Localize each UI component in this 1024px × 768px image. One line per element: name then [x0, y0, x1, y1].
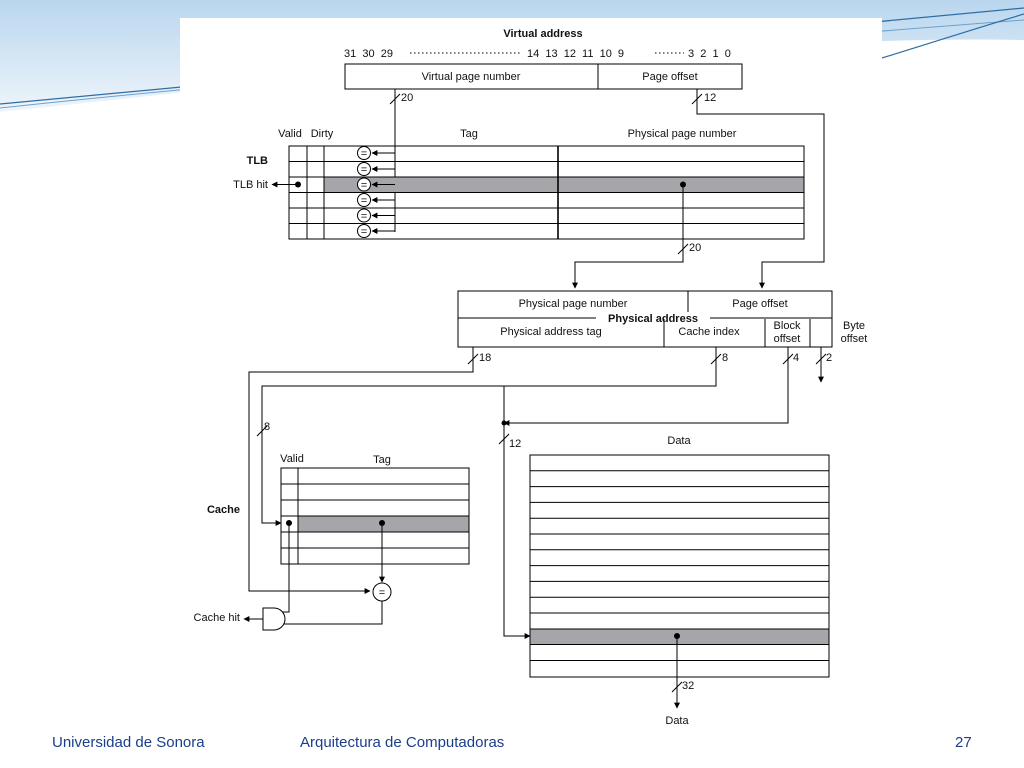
virtual-address-bits-low: 3 2 1 0: [688, 48, 731, 60]
cache-data-array: [529, 454, 830, 678]
tlb-col-ppn: Physical page number: [628, 128, 737, 140]
tlb-comparator-2: =: [361, 164, 367, 176]
cache-tag-table: [280, 467, 470, 565]
physical-tag-field: Physical address tag: [500, 326, 602, 338]
cache-col-valid: Valid: [280, 453, 304, 465]
comparator-to-and-wire: [283, 601, 383, 625]
footer-course: Arquitectura de Computadoras: [300, 734, 505, 751]
page-offset-width-label: 12: [704, 92, 716, 104]
tlb-col-tag: Tag: [460, 128, 478, 140]
tlb-comparators: = = = = = =: [357, 146, 395, 238]
data-out-label: Data: [665, 715, 689, 727]
page-offset-field: Page offset: [642, 71, 697, 83]
cache-index-width-1: 8: [722, 352, 728, 364]
cache-col-tag: Tag: [373, 454, 391, 466]
cache-comparator-symbol: =: [379, 587, 385, 599]
footer-page-number: 27: [955, 734, 972, 751]
physical-ppn-field: Physical page number: [519, 298, 628, 310]
data-col-title: Data: [667, 435, 691, 447]
virtual-address-register: [344, 63, 743, 90]
footer-institution: Universidad de Sonora: [52, 734, 205, 751]
data-out-width: 32: [682, 680, 694, 692]
data-index-wire: [503, 423, 531, 639]
cache-index-field: Cache index: [678, 326, 740, 338]
ppn-width-label: 20: [689, 242, 701, 254]
swoosh-line-3: [881, 13, 1024, 59]
cache-hit-label: Cache hit: [194, 612, 240, 624]
virtual-address-title: Virtual address: [503, 28, 582, 40]
tlb-hit-label: TLB hit: [233, 179, 268, 191]
cache-index-width-2: 8: [264, 421, 270, 433]
tlb-label: TLB: [247, 155, 268, 167]
tlb-comparator-6: =: [361, 226, 367, 238]
physical-tag-width: 18: [479, 352, 491, 364]
physical-offset-field: Page offset: [732, 298, 787, 310]
virtual-address-bits-mid: 14 13 12 11 10 9: [527, 48, 624, 60]
block-offset-field-1: Block: [774, 320, 801, 332]
cache-valid-wire: [281, 523, 290, 613]
figure-panel: [180, 18, 882, 734]
tlb-comparator-1: =: [361, 148, 367, 160]
byte-offset-label-1: Byte: [843, 320, 865, 332]
cache-index-wire: [261, 347, 717, 526]
virtual-address-bits-high: 31 30 29: [344, 48, 393, 60]
block-offset-wire: [503, 347, 789, 426]
ppn-wire: [572, 184, 684, 289]
tlb-table: [288, 145, 805, 240]
physical-address-register: [457, 290, 833, 348]
virtual-page-number-field: Virtual page number: [422, 71, 521, 83]
tlb-col-dirty: Dirty: [311, 128, 334, 140]
physical-address-title: Physical address: [608, 313, 698, 325]
cache-label: Cache: [207, 504, 240, 516]
vpn-width-label: 20: [401, 92, 413, 104]
block-offset-width: 4: [793, 352, 799, 364]
tlb-comparator-3: =: [361, 180, 367, 192]
page-offset-wire: [696, 89, 825, 289]
cache-hit-and-gate: [262, 607, 286, 631]
byte-offset-label-2: offset: [841, 333, 868, 345]
tlb-comparator-4: =: [361, 195, 367, 207]
physical-tag-wire: [248, 347, 474, 594]
tlb-comparator-5: =: [361, 211, 367, 223]
byte-offset-width: 2: [826, 352, 832, 364]
block-offset-field-2: offset: [774, 333, 801, 345]
data-index-width: 12: [509, 438, 521, 450]
tlb-col-valid: Valid: [278, 128, 302, 140]
